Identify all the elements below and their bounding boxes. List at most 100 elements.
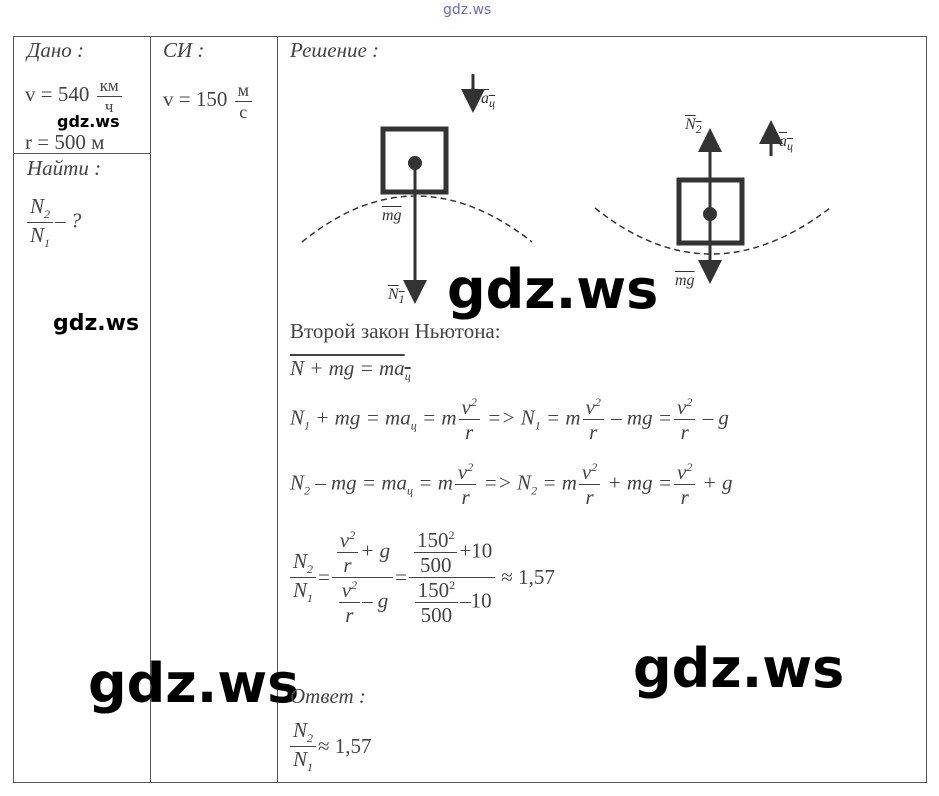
sub: ц <box>404 369 411 384</box>
a: a <box>779 133 787 150</box>
n: 500 <box>419 553 452 578</box>
n: N <box>685 116 696 133</box>
sub: 2 <box>531 483 538 498</box>
t: – mg = <box>611 405 672 430</box>
question: – ? <box>55 208 82 233</box>
t: N <box>290 470 305 495</box>
answer-value: ≈ 1,57 <box>318 733 372 758</box>
n: N <box>388 286 399 303</box>
sq: 2 <box>467 460 474 474</box>
sub: ц <box>787 139 793 154</box>
t: => N <box>483 470 532 495</box>
answer-title: Ответ : <box>290 684 366 708</box>
solution-title: Решение : <box>290 38 380 62</box>
t: + g <box>360 538 391 563</box>
n: 500 <box>420 603 453 628</box>
unit-den: ч <box>104 96 114 116</box>
r: r <box>589 420 598 445</box>
n1: N <box>30 222 45 247</box>
r: r <box>345 603 354 628</box>
t: + g <box>702 470 733 495</box>
label-a1: aц <box>481 90 495 111</box>
table-border-top <box>13 36 927 37</box>
v2-over-r: v2 r <box>454 460 477 510</box>
watermark-large: gdz.ws <box>88 652 300 715</box>
concave-road-arc <box>594 207 831 255</box>
t: => N <box>487 405 535 430</box>
sub: 2 <box>304 483 311 498</box>
sub: ц <box>410 418 417 433</box>
force-diagrams <box>301 74 831 304</box>
vector-equation: N + mg = maц <box>290 356 411 384</box>
v: v <box>581 460 592 484</box>
sq: 2 <box>349 528 356 542</box>
convex-road-arc <box>301 195 533 243</box>
t: – g <box>362 588 389 613</box>
table-border-left <box>13 36 14 783</box>
v: v <box>457 460 468 484</box>
n: N <box>293 549 308 574</box>
t: = m <box>421 405 457 430</box>
given-radius: r = 500 м <box>25 130 105 154</box>
v2-over-r: v2 r <box>674 395 696 445</box>
label-n2: N2 <box>685 116 702 137</box>
watermark-top: gdz.ws <box>443 2 492 18</box>
n: N <box>293 746 308 771</box>
sq: 2 <box>591 460 598 474</box>
sq: 2 <box>686 395 693 409</box>
eq: = <box>395 565 407 590</box>
table-border-right <box>926 36 927 783</box>
sub: 1 <box>44 236 51 251</box>
watermark: gdz.ws <box>53 311 140 336</box>
v: v <box>461 395 471 419</box>
unit-den: с <box>239 101 248 122</box>
n: N <box>293 578 308 603</box>
sq: 2 <box>470 395 477 409</box>
newton-law-heading: Второй закон Ньютона: <box>290 319 501 343</box>
v: v <box>677 395 687 419</box>
eq: N + mg = ma <box>290 356 405 380</box>
a: a <box>481 90 489 107</box>
v: v <box>341 578 352 603</box>
v: v <box>585 395 595 419</box>
r: r <box>461 485 470 510</box>
label-a2: aц <box>779 133 793 154</box>
v: v <box>677 460 687 484</box>
t: + mg = <box>607 470 672 495</box>
n: 150 <box>417 578 450 603</box>
column-divider-1 <box>150 36 151 783</box>
unit-num: км <box>96 76 122 97</box>
column-divider-2 <box>277 36 278 783</box>
unit-num: м <box>234 80 252 102</box>
t: + mg = ma <box>315 405 411 430</box>
table-border-bottom <box>13 782 927 783</box>
sq: 2 <box>686 460 693 474</box>
t: – mg = ma <box>315 470 408 495</box>
r: r <box>680 420 689 445</box>
sub: ц <box>489 96 495 111</box>
given-find-divider <box>13 153 151 154</box>
t: N <box>290 405 305 430</box>
n: N <box>293 718 308 742</box>
label-mg1: mg <box>382 207 402 224</box>
sq: 2 <box>448 528 455 542</box>
given-velocity-value: v = 540 <box>25 81 90 106</box>
sq: 2 <box>594 395 601 409</box>
sub: 2 <box>44 207 51 222</box>
sub: 1 <box>534 418 541 433</box>
eq: = <box>318 565 330 590</box>
sub: 2 <box>307 562 314 577</box>
